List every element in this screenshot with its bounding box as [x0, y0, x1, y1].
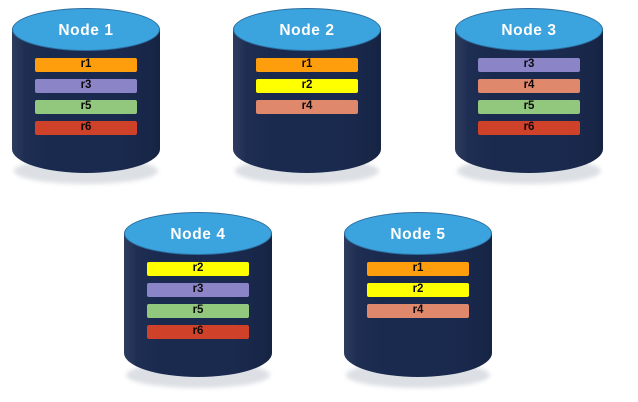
replica-bar[interactable]: r2 [256, 79, 358, 93]
node-label: Node 1 [58, 21, 114, 39]
replica-bar[interactable]: r2 [147, 262, 249, 276]
node-cylinder-top: Node 2 [233, 8, 381, 51]
replica-list: r1 r2 r4 [344, 262, 492, 318]
replica-bar[interactable]: r4 [367, 304, 469, 318]
node-cylinder-top: Node 4 [124, 212, 272, 255]
replica-label: r6 [523, 120, 535, 133]
replica-list: r3 r4 r5 r6 [455, 58, 603, 135]
replica-label: r6 [192, 324, 204, 337]
database-node[interactable]: Node 5 r1 r2 r4 [344, 212, 492, 398]
replica-label: r4 [301, 99, 313, 112]
replica-label: r4 [412, 303, 424, 316]
replica-label: r3 [80, 78, 92, 91]
replica-label: r4 [523, 78, 535, 91]
replica-bar[interactable]: r5 [147, 304, 249, 318]
replica-label: r2 [192, 261, 204, 274]
replica-bar[interactable]: r5 [35, 100, 137, 114]
replica-bar[interactable]: r6 [147, 325, 249, 339]
replica-bar[interactable]: r6 [478, 121, 580, 135]
replica-bar[interactable]: r1 [256, 58, 358, 72]
replica-list: r1 r2 r4 [233, 58, 381, 114]
replica-bar[interactable]: r3 [478, 58, 580, 72]
replica-label: r1 [301, 57, 313, 70]
replica-label: r1 [80, 57, 92, 70]
replica-bar[interactable]: r3 [147, 283, 249, 297]
replica-list: r1 r3 r5 r6 [12, 58, 160, 135]
replica-label: r5 [523, 99, 535, 112]
replica-bar[interactable]: r2 [367, 283, 469, 297]
node-label: Node 3 [501, 21, 557, 39]
replica-label: r5 [80, 99, 92, 112]
database-node[interactable]: Node 4 r2 r3 r5 r6 [124, 212, 272, 398]
replica-bar[interactable]: r5 [478, 100, 580, 114]
node-cylinder-top: Node 1 [12, 8, 160, 51]
node-label: Node 2 [279, 21, 335, 39]
replica-bar[interactable]: r1 [367, 262, 469, 276]
database-node[interactable]: Node 2 r1 r2 r4 [233, 8, 381, 194]
replica-label: r1 [412, 261, 424, 274]
node-cylinder-top: Node 5 [344, 212, 492, 255]
replica-label: r2 [301, 78, 313, 91]
replica-bar[interactable]: r4 [256, 100, 358, 114]
node-label: Node 4 [170, 225, 226, 243]
replica-label: r6 [80, 120, 92, 133]
replica-bar[interactable]: r6 [35, 121, 137, 135]
replica-label: r3 [192, 282, 204, 295]
replica-list: r2 r3 r5 r6 [124, 262, 272, 339]
database-node[interactable]: Node 3 r3 r4 r5 r6 [455, 8, 603, 194]
replica-bar[interactable]: r4 [478, 79, 580, 93]
node-label: Node 5 [390, 225, 446, 243]
replica-label: r2 [412, 282, 424, 295]
database-node[interactable]: Node 1 r1 r3 r5 r6 [12, 8, 160, 194]
replica-label: r3 [523, 57, 535, 70]
replica-bar[interactable]: r3 [35, 79, 137, 93]
node-cylinder-top: Node 3 [455, 8, 603, 51]
replica-label: r5 [192, 303, 204, 316]
replica-bar[interactable]: r1 [35, 58, 137, 72]
